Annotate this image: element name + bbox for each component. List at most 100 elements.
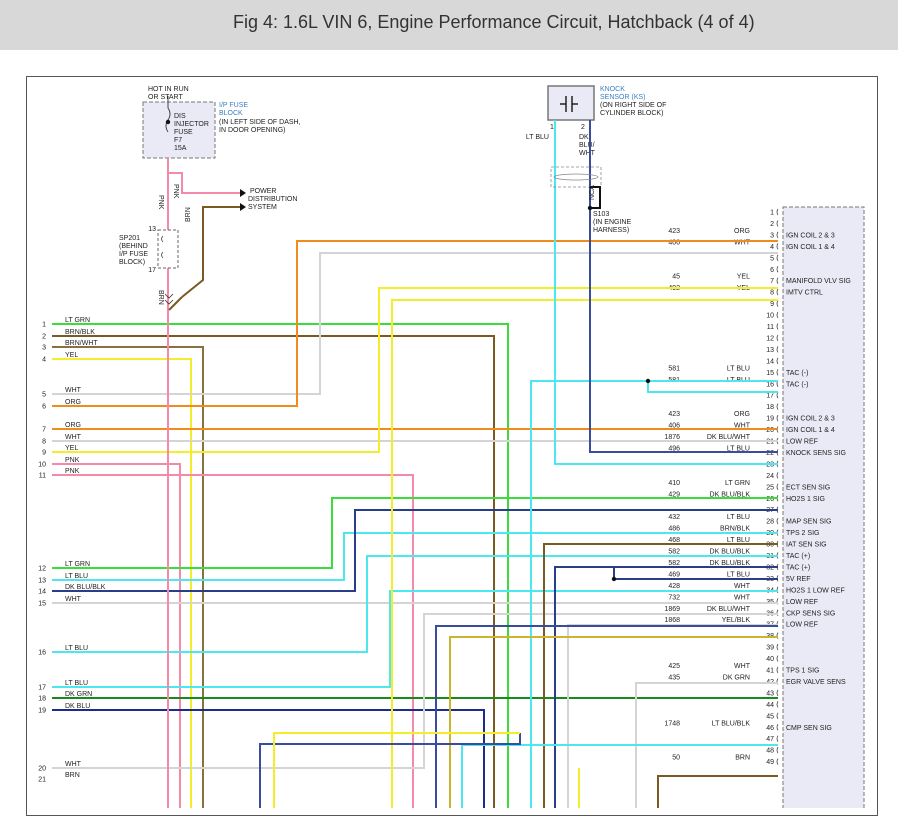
pcm-pin-number: 19 xyxy=(766,416,774,423)
wire-left-pin-16 xyxy=(52,555,778,653)
pcm-pin-terminal xyxy=(776,689,779,697)
power-dist-label: POWER xyxy=(250,188,276,195)
knock-wire-label: WHT xyxy=(579,150,596,157)
circuit-number: 1748 xyxy=(664,720,680,727)
pcm-pin-number: 3 xyxy=(770,232,774,239)
left-pin-number: 15 xyxy=(38,601,46,608)
fuse-supply-label: HOT IN RUN xyxy=(148,86,189,93)
wire-pnk-to-power xyxy=(168,172,240,194)
wire-left-pin-3 xyxy=(52,346,204,808)
wire-left-pin-2 xyxy=(52,335,495,808)
wire-color-label: DK BLU/BLK xyxy=(710,560,751,567)
wire-left-pin-6 xyxy=(52,240,778,407)
pcm-pin-terminal xyxy=(776,472,779,479)
connector-chevron-icon xyxy=(164,293,174,305)
wire-color-label: DK BLU/BLK xyxy=(710,549,751,556)
pcm-pin-terminal xyxy=(776,243,779,250)
left-wire-color-label: DK GRN xyxy=(65,691,92,698)
left-pin-number: 21 xyxy=(38,777,46,784)
pcm-pin-number: 8 xyxy=(770,290,774,297)
wire-brn-splice xyxy=(168,296,183,311)
pcm-pin-label: LOW REF xyxy=(786,622,818,629)
pcm-pin-label: TAC (+) xyxy=(786,553,810,560)
knock-wire-label: BLU/ xyxy=(579,142,595,149)
splice-sp201-label: SP201 xyxy=(119,235,140,242)
wire-tac-plus xyxy=(554,566,778,808)
left-wire-color-label: LT GRN xyxy=(65,561,90,568)
pcm-pin-label: MAP SEN SIG xyxy=(786,519,831,526)
pcm-pin-label: CKP SENS SIG xyxy=(786,610,835,617)
knock-pin: 2 xyxy=(581,124,585,131)
pcm-pin-label: IAT SEN SIG xyxy=(786,542,827,549)
left-pin-number: 12 xyxy=(38,566,46,573)
splice-s103-label: HARNESS) xyxy=(593,227,629,234)
left-wire-color-label: PNK xyxy=(65,468,80,475)
wire-lower-yellow xyxy=(273,732,520,808)
pcm-pin-label: IGN COIL 1 & 4 xyxy=(786,244,835,251)
wire-color-label: ORG xyxy=(734,228,750,235)
wire-left-pin-10 xyxy=(52,463,181,808)
circuit-number: 50 xyxy=(672,755,680,762)
splice-sp201-label: BLOCK) xyxy=(119,259,145,266)
pcm-pin-label: TAC (-) xyxy=(786,370,808,377)
left-wire-color-label: LT BLU xyxy=(65,645,88,652)
shield-ellipse xyxy=(553,173,599,181)
page-title: Fig 4: 1.6L VIN 6, Engine Performance Ci… xyxy=(233,12,755,32)
pcm-pin-number: 9 xyxy=(770,301,774,308)
left-pin-number: 6 xyxy=(42,404,46,411)
pcm-pin-number: 13 xyxy=(766,347,774,354)
left-pin-number: 4 xyxy=(42,357,46,364)
circuit-number: 581 xyxy=(668,365,680,372)
pcm-pin-terminal xyxy=(776,277,779,284)
knock-sensor-box xyxy=(547,85,595,121)
knock-wire-label: LT BLU xyxy=(526,134,549,141)
pcm-pin-terminal xyxy=(776,712,779,720)
splice-dot xyxy=(611,576,617,582)
left-wire-color-label: YEL xyxy=(65,445,78,452)
left-pin-number: 20 xyxy=(38,766,46,773)
knock-sensor-title: KNOCK xyxy=(600,86,625,93)
splice-pin: 17 xyxy=(148,267,156,274)
left-pin-number: 1 xyxy=(42,322,46,329)
pcm-pin-terminal xyxy=(776,220,779,227)
splice-pin: 13 xyxy=(148,226,156,233)
left-wire-color-label: ORG xyxy=(65,399,81,406)
wire-color-label: DK BLU/WHT xyxy=(707,434,751,441)
pcm-pin-number: 1 xyxy=(770,210,774,217)
pcm-pin-number: 11 xyxy=(767,324,774,331)
wire-imtv-ctrl xyxy=(391,299,778,808)
left-wire-color-label: LT BLU xyxy=(65,680,88,687)
wire-color-label: WHT xyxy=(734,663,751,670)
pcm-pin-terminal xyxy=(776,323,779,330)
circuit-number: 582 xyxy=(668,549,680,556)
wire-color-label: DK BLU/BLK xyxy=(710,491,751,498)
pcm-pin-terminal xyxy=(776,391,779,399)
left-pin-number: 16 xyxy=(38,650,46,657)
wire-color-label: LT BLU/BLK xyxy=(712,720,751,727)
wire-left-pin-14 xyxy=(52,509,778,592)
splice-s103-label: (IN ENGINE xyxy=(593,219,631,226)
pcm-pin-terminal xyxy=(776,346,779,353)
pcm-pin-terminal xyxy=(776,758,779,765)
circuit-number: 732 xyxy=(668,594,680,601)
pcm-pin-terminal xyxy=(776,357,779,365)
left-pin-number: 18 xyxy=(38,696,46,703)
pcm-pin-terminal xyxy=(776,369,779,376)
pcm-pin-terminal xyxy=(776,266,779,273)
circuit-number: 435 xyxy=(668,674,680,681)
fuse-name-label: INJECTOR xyxy=(174,121,209,128)
fuse-name-label: FUSE xyxy=(174,129,193,136)
left-wire-color-label: BRN/WHT xyxy=(65,340,98,347)
pcm-pin-terminal xyxy=(776,701,779,708)
pcm-pin-terminal xyxy=(776,724,779,731)
circuit-number: 428 xyxy=(668,583,680,590)
pcm-pin-terminal xyxy=(776,208,779,216)
pcm-pin-number: 17 xyxy=(766,393,774,400)
circuit-number: 1868 xyxy=(664,617,680,624)
pcm-pin-number: 16 xyxy=(766,381,774,388)
pcm-pin-number: 49 xyxy=(766,759,774,766)
wire-tac-minus xyxy=(530,380,778,808)
left-wire-color-label: WHT xyxy=(65,387,82,394)
pcm-pin-number: 15 xyxy=(766,370,774,377)
pcm-pin-number: 18 xyxy=(766,404,774,411)
